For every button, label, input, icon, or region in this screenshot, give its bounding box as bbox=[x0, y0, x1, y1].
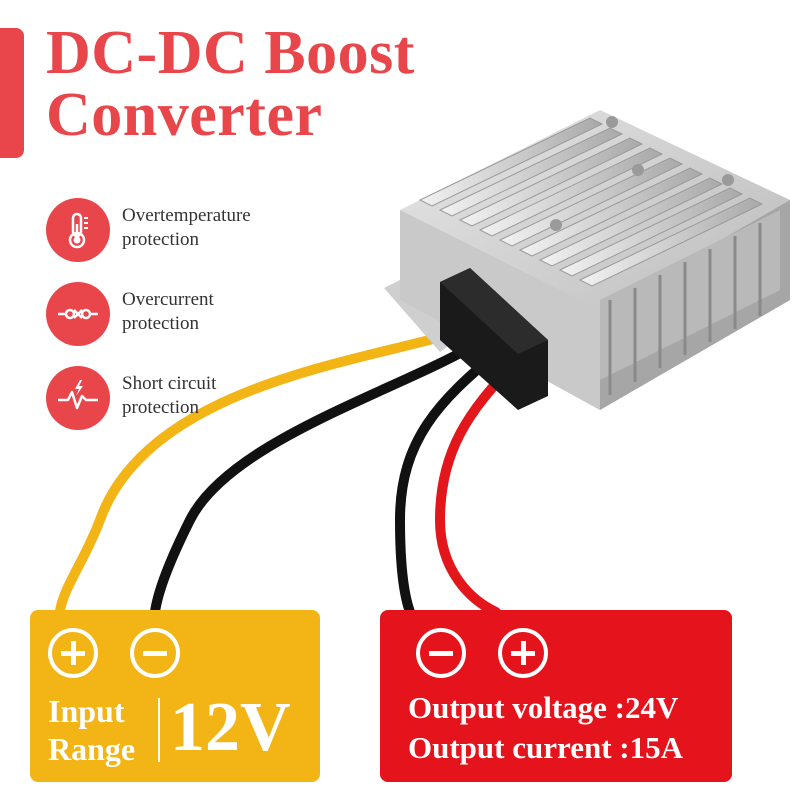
title-line-2: Converter bbox=[46, 81, 323, 149]
feature-overtemperature: Overtemperature protection bbox=[46, 198, 376, 262]
feature-label-line-2: protection bbox=[122, 397, 200, 418]
product-title: DC-DC Boost Converter bbox=[46, 22, 415, 146]
title-accent-bar bbox=[0, 28, 24, 158]
output-specs: Output voltage :24V Output current :15A bbox=[408, 688, 683, 768]
input-label-line-2: Range bbox=[48, 731, 136, 767]
feature-label-line-2: protection bbox=[122, 229, 200, 250]
black-wire-input bbox=[150, 337, 485, 617]
overcurrent-icon bbox=[46, 282, 110, 346]
yellow-wire bbox=[55, 325, 467, 617]
feature-overcurrent: Overcurrent protection bbox=[46, 282, 376, 346]
plus-icon bbox=[48, 628, 98, 678]
feature-label-line-2: protection bbox=[122, 313, 200, 334]
minus-icon bbox=[130, 628, 180, 678]
input-spec-panel: Input Range 12V bbox=[30, 610, 320, 782]
output-spec-panel: Output voltage :24V Output current :15A bbox=[380, 610, 732, 782]
feature-label-line-1: Overtemperature bbox=[122, 205, 251, 226]
input-label-line-1: Input bbox=[48, 693, 125, 729]
input-divider bbox=[158, 698, 160, 762]
feature-label-line-1: Short circuit bbox=[122, 373, 217, 394]
minus-icon bbox=[416, 628, 466, 678]
input-voltage: 12V bbox=[170, 689, 291, 766]
plus-icon bbox=[498, 628, 548, 678]
output-voltage: Output voltage :24V bbox=[408, 690, 679, 725]
feature-label-line-1: Overcurrent bbox=[122, 289, 214, 310]
black-wire-output bbox=[394, 347, 503, 617]
input-range-label: Input Range bbox=[48, 692, 135, 768]
output-current: Output current :15A bbox=[408, 730, 683, 765]
feature-short-circuit: Short circuit protection bbox=[46, 366, 376, 430]
short-circuit-icon bbox=[46, 366, 110, 430]
red-wire bbox=[434, 359, 519, 617]
thermometer-icon bbox=[46, 198, 110, 262]
title-line-1: DC-DC Boost bbox=[46, 19, 415, 87]
